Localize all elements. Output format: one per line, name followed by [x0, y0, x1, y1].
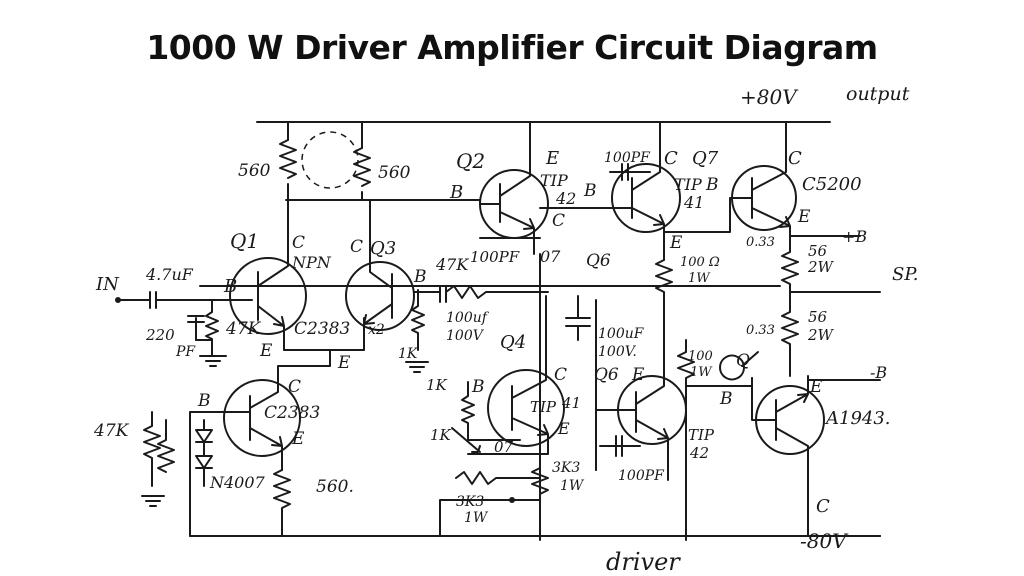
label-r-560-a: 560	[238, 161, 271, 181]
label-cap-in: 4.7uF	[145, 265, 194, 284]
label-q1-part: C2383	[294, 319, 350, 339]
wires	[115, 121, 881, 541]
label-q2-c: C	[552, 211, 565, 231]
label-c-100pf-b: 100PF	[604, 150, 651, 166]
label-q3: Q3	[370, 238, 396, 259]
label-q7-b: B	[583, 181, 597, 201]
label-q8-part: C5200	[802, 174, 862, 195]
label-q4: Q4	[500, 332, 526, 353]
label-q3-e: E	[337, 353, 351, 373]
label-q6-e: E	[631, 365, 645, 385]
label-cap-100uf-a: 100uf	[446, 310, 490, 326]
label-in: IN	[95, 274, 120, 295]
label-cap-100uf-b: 100uF	[598, 326, 645, 342]
label-q6-b: B	[719, 389, 733, 409]
label-r-1k-c: 1K	[430, 426, 452, 444]
label-r-1w-c: 1W	[464, 510, 489, 526]
label-q2-e: E	[545, 148, 559, 169]
label-q5-e: E	[291, 429, 305, 449]
label-q1-b: B	[223, 276, 237, 297]
label-r-1w-a: 1W	[688, 271, 711, 286]
label-q2-b: B	[449, 182, 463, 203]
label-r-560-c: 560.	[316, 477, 354, 497]
label-r-100-1w-a: 100 Ω	[680, 255, 720, 270]
label-r-1k-a: 1K	[398, 346, 419, 362]
label-q7-e: E	[669, 233, 683, 253]
label-q9-c: C	[816, 496, 830, 517]
label-q6-top: Q6	[586, 251, 611, 271]
label-q2-tip: TIP	[540, 171, 568, 190]
label-diode: N4007	[209, 473, 266, 492]
label-r-07-b: 07	[494, 438, 514, 456]
label-minus-b: -B	[870, 363, 887, 382]
label-r-1k-b: 1K	[426, 376, 448, 394]
label-q9-e: E	[809, 377, 823, 397]
label-q4-tip-no: 41	[561, 394, 581, 412]
label-q6-tip-no: 42	[689, 444, 709, 462]
label-r-033-a: 0.33	[746, 235, 775, 250]
label-r-2w-a: 2W	[807, 258, 835, 276]
label-r-56-a: 56	[808, 242, 828, 260]
label-r-3k3-a: 3K3	[552, 460, 580, 476]
label-sp: SP.	[892, 264, 919, 285]
label-q7: Q7	[692, 148, 719, 169]
label-r-560-b: 560	[378, 163, 411, 183]
label-r-07-a: 07	[540, 247, 561, 266]
label-c-100pf-a: 100PF	[470, 248, 520, 266]
label-plus-b: +B	[842, 227, 867, 246]
label-q9-part: A1943.	[824, 408, 891, 429]
label-r-100-b: 100	[688, 349, 713, 364]
label-r-1w-b: 1W	[560, 478, 585, 494]
label-r-2w-b: 2W	[807, 326, 835, 344]
label-q7-tip-no: 41	[683, 193, 704, 212]
diagram-title: 1000 W Driver Amplifier Circuit Diagram	[146, 28, 878, 67]
label-q5-b: B	[197, 391, 211, 411]
label-q6: Q6	[594, 365, 619, 385]
label-q8-b: B	[705, 175, 719, 195]
label-q1-c: C	[292, 233, 305, 253]
label-r-56-b: 56	[808, 308, 828, 326]
label-r-1w-d: 1W	[690, 365, 713, 380]
label-q7-c: C	[664, 148, 678, 169]
label-q1: Q1	[230, 229, 259, 253]
label-pf: PF	[175, 344, 196, 360]
label-minus-80v: -80V	[800, 529, 849, 553]
label-r-220: 220	[145, 326, 175, 344]
label-q4-tip: TIP	[530, 398, 557, 416]
label-q1-e: E	[259, 341, 273, 361]
labels: +80V output -80V driver IN 4.7uF 220 PF …	[93, 83, 919, 576]
label-q5-c: C	[288, 377, 301, 397]
label-r-47k-series: 47K	[435, 255, 469, 274]
label-q6-tip: TIP	[688, 426, 715, 444]
label-cap-100v-b: 100V.	[598, 344, 637, 360]
label-q4-e: E	[557, 419, 570, 438]
label-q7-tip: TIP	[674, 175, 702, 194]
label-q2: Q2	[456, 149, 485, 173]
label-q4-c: C	[554, 365, 567, 385]
label-q2-tip-no: 42	[555, 189, 576, 208]
label-q8-e: E	[797, 207, 811, 227]
label-q4-b: B	[471, 377, 485, 397]
label-q8-c: C	[788, 148, 802, 169]
label-c-100pf-c: 100PF	[618, 468, 665, 484]
label-driver: driver	[606, 548, 681, 576]
label-r-3k3-b: 3K3	[456, 494, 484, 510]
label-q3-c: C	[350, 237, 363, 257]
label-q1-npn: NPN	[291, 253, 332, 272]
label-cap-100v-a: 100V	[446, 328, 485, 344]
label-r-033-b: 0.33	[746, 323, 775, 338]
label-q5-part: C2383	[264, 403, 320, 423]
label-q9: Q	[736, 351, 750, 371]
label-plus-80v: +80V	[740, 85, 799, 109]
label-r-47k: 47K	[225, 319, 262, 339]
label-q3-x2: x2	[368, 322, 385, 338]
label-r-47k-b: 47K	[93, 421, 130, 441]
label-output: output	[846, 83, 910, 105]
label-q3-b: B	[413, 267, 427, 287]
